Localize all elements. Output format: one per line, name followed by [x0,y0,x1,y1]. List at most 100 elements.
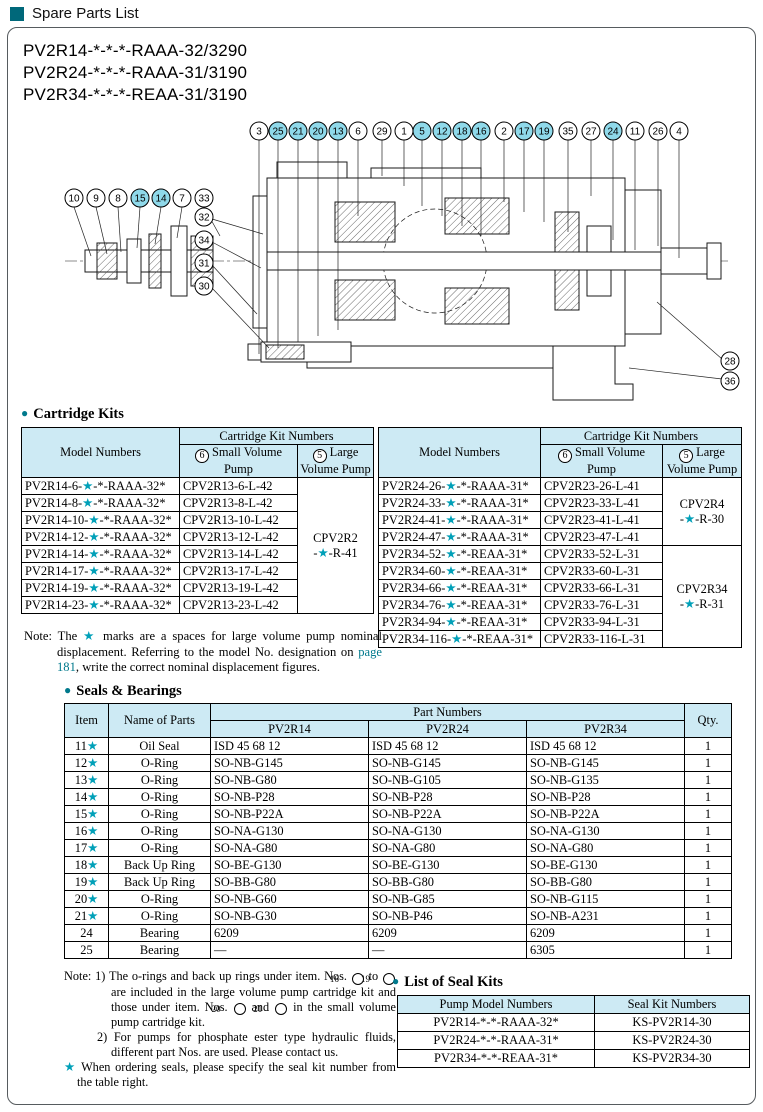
col-cartridge-kit-numbers: Cartridge Kit Numbers [179,427,374,445]
section-title-seal-kits: List of Seal Kits [404,974,503,990]
p14-cell: SO-BB-G80 [210,873,369,891]
note-label: Note: [24,629,52,643]
callout-13: 13 [328,121,348,141]
svg-text:19: 19 [538,127,550,138]
p14-cell: SO-BE-G130 [210,856,369,874]
p34-cell: SO-NB-G135 [526,771,685,789]
col-model-numbers: Model Numbers [21,427,180,478]
svg-text:28: 28 [724,357,736,368]
svg-text:18: 18 [456,127,468,138]
header-row: Model Numbers Cartridge Kit Numbers [21,427,374,478]
callout-5: 5 [412,121,432,141]
qty-cell: 1 [684,890,732,908]
p24-cell: SO-NB-G145 [368,754,527,772]
model-cell: PV2R34-*-*-REAA-31* [397,1049,595,1068]
table-row: PV2R34-116-★-*-REAA-31*CPV2R33-116-L-31 [378,630,742,648]
col-model-numbers: Model Numbers [378,427,541,478]
cartridge-note: Note: The ★ marks are a spaces for large… [24,629,382,676]
item-cell: 12★ [64,754,109,772]
kit-cell: CPV2R13-12-L-42 [179,528,298,546]
svg-text:8: 8 [115,194,121,205]
table-row: PV2R24-47-★-*-RAAA-31*CPV2R23-47-L-41 [378,528,742,546]
callout-29: 29 [372,121,392,141]
content-frame: PV2R14-*-*-*-RAAA-32/3290 PV2R24-*-*-*-R… [7,27,756,1105]
svg-text:14: 14 [155,194,167,205]
svg-text:6: 6 [355,127,361,138]
note-text: , write the correct nominal displacement… [75,660,320,674]
model-cell: PV2R14-19-★-*-RAAA-32* [21,579,180,597]
p14-cell: SO-NB-P22A [210,805,369,823]
callout-28: 28 [720,351,740,371]
kit-cell: CPV2R13-6-L-42 [179,477,298,495]
model-cell: PV2R34-116-★-*-REAA-31* [378,630,541,648]
qty-cell: 1 [684,873,732,891]
callout-16: 16 [471,121,491,141]
header-row: Model Numbers Cartridge Kit Numbers [378,427,742,478]
model-cell: PV2R34-76-★-*-REAA-31* [378,596,541,614]
svg-text:15: 15 [134,194,146,205]
kit-cell: CPV2R33-66-L-31 [540,579,663,597]
p34-cell: 6209 [526,924,685,942]
item-cell: 18★ [64,856,109,874]
col-part-numbers: Part Numbers [210,703,685,721]
kit-cell: CPV2R23-41-L-41 [540,511,663,529]
item-cell: 19★ [64,873,109,891]
leader-lines [73,140,723,380]
circled-6-icon: 6 [194,449,209,463]
table-row: PV2R14-*-*-RAAA-32*KS-PV2R14-30 [397,1013,750,1032]
svg-text:13: 13 [332,127,344,138]
part-name-cell: O-Ring [108,788,211,806]
p34-cell: 6305 [526,941,685,959]
part-name-cell: Back Up Ring [108,856,211,874]
table-row: PV2R24-*-*-RAAA-31*KS-PV2R24-30 [397,1031,750,1050]
model-cell: PV2R14-14-★-*-RAAA-32* [21,545,180,563]
seal-kits-table: Pump Model Numbers Seal Kit Numbers PV2R… [397,995,750,1068]
callout-7: 7 [172,188,192,208]
svg-text:1: 1 [401,127,407,138]
qty-cell: 1 [684,805,732,823]
svg-text:2: 2 [501,127,507,138]
section-title-cartridge: Cartridge Kits [33,406,124,422]
svg-text:30: 30 [198,282,210,293]
item-cell: 20★ [64,890,109,908]
header-row: Item Name of Parts Part Numbers Qty. [64,703,732,738]
table-row: PV2R34-52-★-*-REAA-31* CPV2R33-52-L-31 C… [378,545,742,648]
callout-11: 11 [625,121,645,141]
p34-cell: SO-BB-G80 [526,873,685,891]
callout-10: 10 [64,188,84,208]
page-reference-link[interactable]: page 181 [57,644,382,675]
table-row: PV2R14-23-★-*-RAAA-32*CPV2R13-23-L-42 [21,596,374,614]
svg-text:26: 26 [652,127,664,138]
p34-cell: SO-NB-P22A [526,805,685,823]
page-title: Spare Parts List [32,5,139,22]
kit-cell: CPV2R23-47-L-41 [540,528,663,546]
model-cell: PV2R24-33-★-*-RAAA-31* [378,494,541,512]
svg-text:29: 29 [376,127,388,138]
svg-text:35: 35 [562,127,574,138]
large-kit-cell: CPV2R4 -★-R-30 [662,477,742,546]
part-name-cell: O-Ring [108,839,211,857]
svg-text:12: 12 [436,127,448,138]
circled-5-icon: 5 [312,449,327,463]
callout-21: 21 [288,121,308,141]
p34-cell: SO-NB-P28 [526,788,685,806]
p14-cell: SO-NB-G30 [210,907,369,925]
model-cell: PV2R14-12-★-*-RAAA-32* [21,528,180,546]
p24-cell: SO-BB-G80 [368,873,527,891]
callout-19: 19 [534,121,554,141]
part-name-cell: O-Ring [108,822,211,840]
model-line-1: PV2R14-*-*-*-RAAA-32/3290 [23,41,248,60]
col-pv2r34: PV2R34 [526,720,685,738]
p24-cell: SO-NB-G85 [368,890,527,908]
p24-cell: SO-NA-G80 [368,839,527,857]
kit-cell: KS-PV2R24-30 [594,1031,750,1050]
